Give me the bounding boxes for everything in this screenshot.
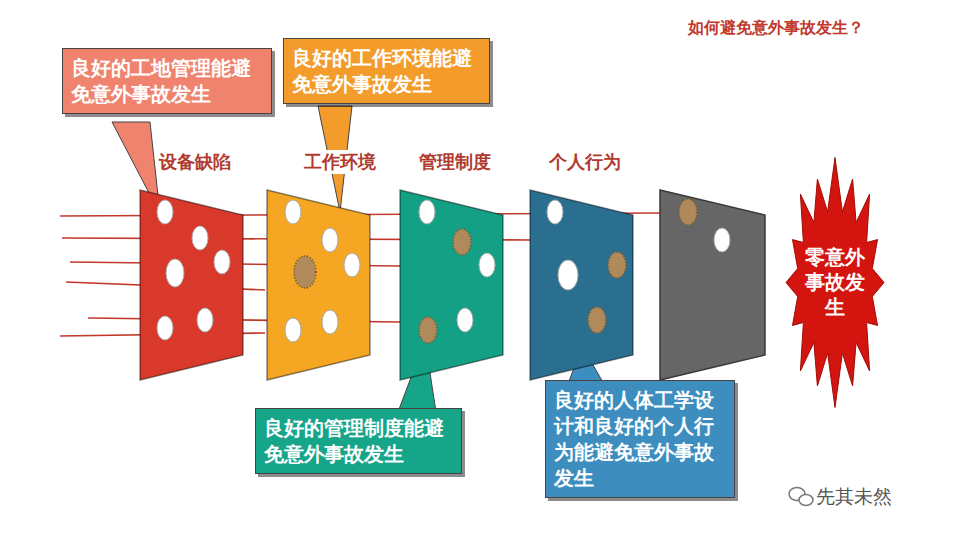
open-hole: [322, 228, 338, 252]
open-hole: [285, 200, 301, 224]
open-hole: [457, 308, 473, 332]
plate-shape: [395, 150, 510, 385]
outcome-star: 零意外事故发生: [785, 155, 885, 410]
plate-heading: 管理制度: [417, 150, 493, 174]
final-plate: [660, 190, 765, 380]
callout-box: 良好的工地管理能避免意外事故发生: [62, 48, 272, 114]
open-hole: [192, 226, 208, 250]
open-hole: [479, 253, 495, 277]
plate-shape: [262, 150, 377, 385]
open-hole: [322, 310, 338, 334]
open-hole: [157, 316, 173, 340]
barrier-plate: 设备缺陷: [135, 150, 250, 385]
open-hole: [214, 250, 230, 274]
plate-body: [530, 190, 633, 380]
plate-heading: 个人行为: [547, 150, 623, 174]
watermark: 先其未然: [816, 484, 892, 510]
plate-shape: [525, 150, 640, 385]
wechat-icon: [789, 488, 813, 506]
barrier-plate: 管理制度: [395, 150, 510, 385]
open-hole: [197, 308, 213, 332]
barrier-plate: 工作环境: [262, 150, 377, 385]
plate-heading: 设备缺陷: [157, 150, 233, 174]
callout-text: 良好的管理制度能避免意外事故发生: [264, 415, 453, 467]
callout-box: 良好的人体工学设计和良好的个人行为能避免意外事故发生: [545, 380, 735, 498]
closed-hole: [608, 252, 626, 278]
plate-body: [140, 190, 243, 380]
open-hole: [166, 259, 184, 287]
callout-text: 良好的工作环境能避免意外事故发生: [292, 45, 481, 97]
closed-hole: [294, 256, 316, 288]
plate-body: [267, 190, 370, 380]
callout-text: 良好的人体工学设计和良好的个人行为能避免意外事故发生: [554, 387, 726, 491]
callout-box: 良好的管理制度能避免意外事故发生: [255, 408, 462, 474]
plate-heading: 工作环境: [302, 150, 378, 174]
open-hole: [157, 200, 173, 224]
star-text: 零意外事故发生: [804, 245, 866, 320]
plate-shape: [135, 150, 250, 385]
closed-hole: [588, 307, 606, 333]
closed-hole: [419, 317, 437, 343]
callout-box: 良好的工作环境能避免意外事故发生: [283, 38, 490, 104]
barrier-plate: 个人行为: [525, 150, 640, 385]
star-body: [786, 158, 884, 408]
title: 如何避免意外事故发生？: [688, 18, 864, 39]
open-hole: [285, 318, 301, 342]
open-hole: [419, 200, 435, 224]
open-hole: [344, 253, 360, 277]
callout-text: 良好的工地管理能避免意外事故发生: [71, 55, 263, 107]
closed-hole: [453, 229, 471, 255]
open-hole: [558, 260, 578, 290]
open-hole: [547, 200, 563, 224]
plate-body: [400, 190, 503, 380]
